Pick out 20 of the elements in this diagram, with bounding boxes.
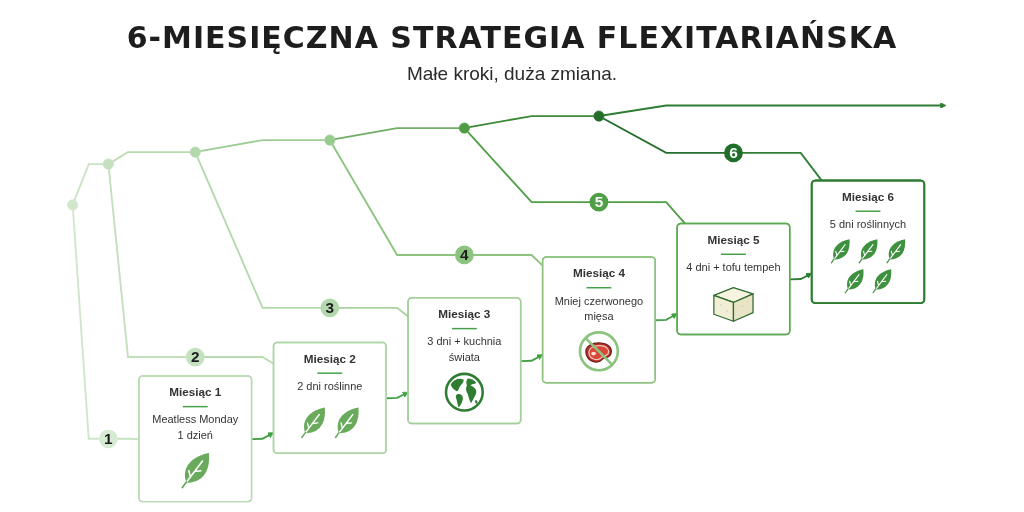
node-circle — [67, 199, 79, 211]
connector — [468, 115, 595, 129]
node-circle — [458, 122, 470, 134]
connector — [111, 151, 192, 163]
node-circle: 2 — [185, 347, 205, 367]
node-circle: 1 — [98, 429, 118, 449]
connector — [199, 139, 326, 153]
connector — [73, 163, 105, 202]
node-circle — [189, 146, 201, 158]
connector — [333, 127, 461, 141]
node-circle — [102, 158, 114, 170]
title: 6-MIESIĘCZNA STRATEGIA FLEXITARIAŃSKA — [126, 20, 898, 55]
node-circle: 3 — [320, 298, 340, 318]
node-circle — [593, 110, 605, 122]
node-circle — [324, 134, 336, 146]
arrow — [603, 102, 947, 117]
node-circle: 6 — [724, 143, 743, 163]
node-circle: 4 — [454, 245, 474, 265]
subtitle: Małe kroki, duża zmiana. — [406, 63, 618, 85]
node-circle: 5 — [589, 192, 609, 212]
